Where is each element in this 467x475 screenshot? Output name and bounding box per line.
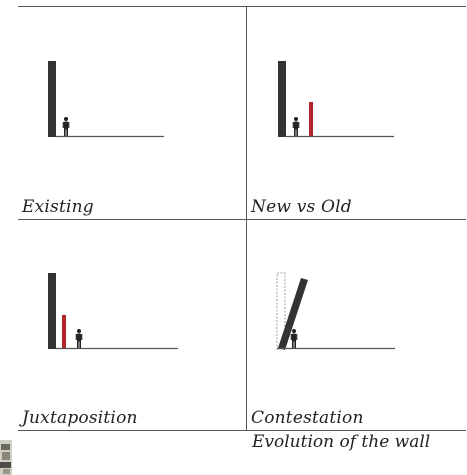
panel-label: New vs Old — [251, 197, 352, 217]
new-wall — [62, 315, 66, 349]
panel-new-vs-old: New vs Old — [247, 7, 466, 220]
old-wall — [48, 273, 56, 349]
old-wall — [48, 61, 56, 137]
panel-juxtaposition: Juxtaposition — [18, 220, 247, 431]
wall-evolution-grid: Existing New vs Old — [18, 6, 466, 431]
panel-label: Juxtaposition — [22, 408, 138, 428]
new-wall — [309, 102, 313, 137]
human-figure-icon — [76, 329, 83, 348]
panel-label: Contestation — [251, 408, 364, 428]
panel-existing-drawing — [18, 7, 247, 220]
edge-photo-fragment — [0, 440, 12, 475]
panel-existing: Existing — [18, 7, 247, 220]
panel-label: Existing — [22, 197, 94, 217]
panel-contestation: Contestation — [247, 220, 466, 431]
human-figure-icon — [291, 329, 298, 348]
human-figure-icon — [63, 117, 70, 136]
left-edge-strip — [0, 0, 5, 475]
figure-caption: Evolution of the wall — [252, 432, 430, 452]
panel-new-vs-old-drawing — [247, 7, 466, 220]
panel-contestation-drawing — [247, 220, 466, 431]
human-figure-icon — [293, 117, 300, 136]
panel-juxtaposition-drawing — [18, 220, 247, 431]
old-wall — [278, 61, 286, 137]
